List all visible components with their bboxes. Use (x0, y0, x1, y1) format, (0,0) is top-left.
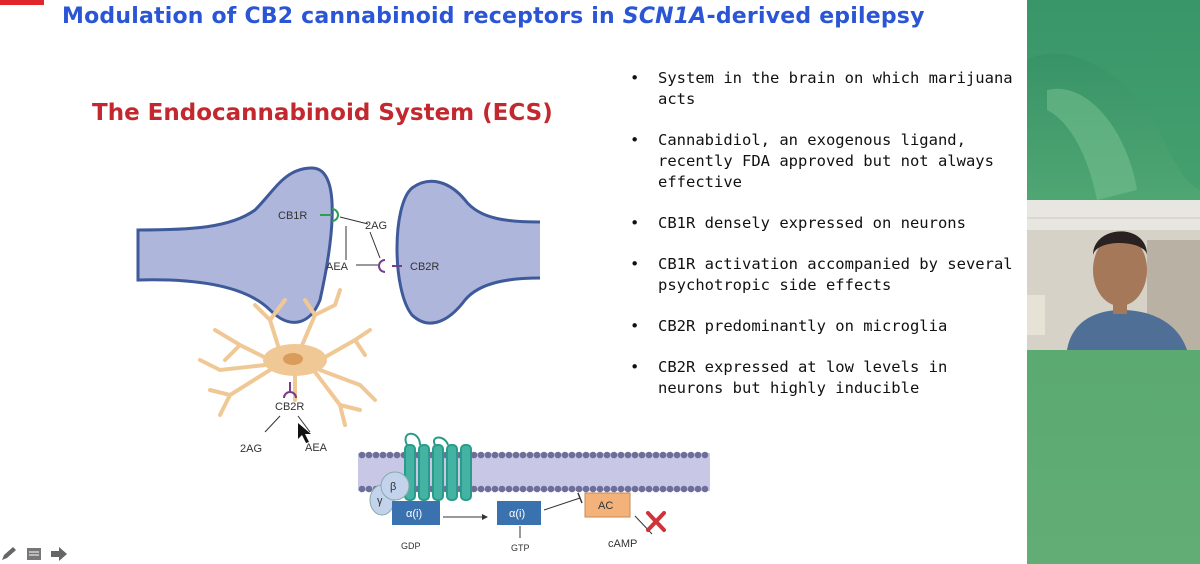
bullet-dot: • (630, 317, 640, 335)
slide-tab-marker (0, 0, 44, 5)
aea-label: AEA (326, 261, 349, 273)
postsynaptic-neuron (395, 179, 541, 325)
bullet-text: System in the brain on which marijuana a… (658, 69, 1013, 108)
next-arrow-icon[interactable] (50, 546, 68, 562)
pen-icon[interactable] (0, 546, 18, 562)
bullet-list: • System in the brain on which marijuana … (630, 68, 1020, 419)
two-ag-label: 2AG (365, 220, 387, 232)
bullet-text: CB1R activation accompanied by several p… (658, 255, 1013, 294)
bullet-text: CB1R densely expressed on neurons (658, 214, 966, 232)
bullet-item: • CB1R densely expressed on neurons (630, 213, 1020, 234)
webcam-video[interactable] (1027, 200, 1200, 350)
cb2r-receptor (378, 259, 402, 273)
bullet-dot: • (630, 358, 640, 376)
gdp-label: GDP (401, 541, 421, 551)
gpcr-receptor (404, 432, 472, 501)
bullet-text: Cannabidiol, an exogenous ligand, recent… (658, 131, 994, 191)
ecs-diagram: CB1R 2AG AEA CB2R CB2R 2AG AEA (136, 166, 710, 553)
glia-cb2r-label: CB2R (275, 401, 304, 413)
bullet-text: CB2R predominantly on microglia (658, 317, 948, 335)
title-gene: SCN1A (622, 4, 707, 29)
bullet-item: • System in the brain on which marijuana … (630, 68, 1020, 110)
bullet-dot: • (630, 69, 640, 87)
cross-icon (646, 511, 666, 532)
bullet-item: • CB1R activation accompanied by several … (630, 254, 1020, 296)
ac-label: AC (598, 500, 613, 512)
mouse-cursor (298, 423, 311, 443)
gamma-label: γ (377, 495, 383, 507)
presynaptic-neuron (136, 166, 334, 324)
glia-aea-label: AEA (305, 442, 328, 454)
ecs-heading: The Endocannabinoid System (ECS) (92, 100, 553, 126)
title-suffix: -derived epilepsy (706, 4, 925, 29)
glia-2ag-label: 2AG (240, 443, 262, 455)
slide-title: Modulation of CB2 cannabinoid receptors … (62, 4, 925, 29)
presenter-video-frame (1027, 200, 1200, 350)
cb2r-label: CB2R (410, 261, 439, 273)
cb1r-label: CB1R (278, 210, 307, 222)
cb1r-receptor (320, 208, 339, 222)
bullet-dot: • (630, 255, 640, 273)
bullet-dot: • (630, 131, 640, 149)
slide-toolbar (0, 544, 100, 564)
alpha-gtp-label: α(i) (509, 508, 525, 520)
glia-cb2r-receptor (283, 382, 297, 399)
alpha-gdp-label: α(i) (406, 508, 422, 520)
title-prefix: Modulation of CB2 cannabinoid receptors … (62, 4, 623, 29)
notes-icon[interactable] (26, 546, 42, 562)
microglia-cell (198, 288, 377, 427)
bullet-dot: • (630, 214, 640, 232)
gtp-label: GTP (511, 543, 530, 553)
bullet-text: CB2R expressed at low levels in neurons … (658, 358, 948, 397)
bullet-item: • CB2R predominantly on microglia (630, 316, 1020, 337)
bullet-item: • CB2R expressed at low levels in neurons… (630, 357, 1020, 399)
camp-label: cAMP (608, 538, 637, 550)
bullet-item: • Cannabidiol, an exogenous ligand, recen… (630, 130, 1020, 193)
decorative-cell-image (1027, 0, 1200, 200)
beta-label: β (390, 481, 396, 493)
presentation-slide: Modulation of CB2 cannabinoid receptors … (0, 0, 1020, 564)
